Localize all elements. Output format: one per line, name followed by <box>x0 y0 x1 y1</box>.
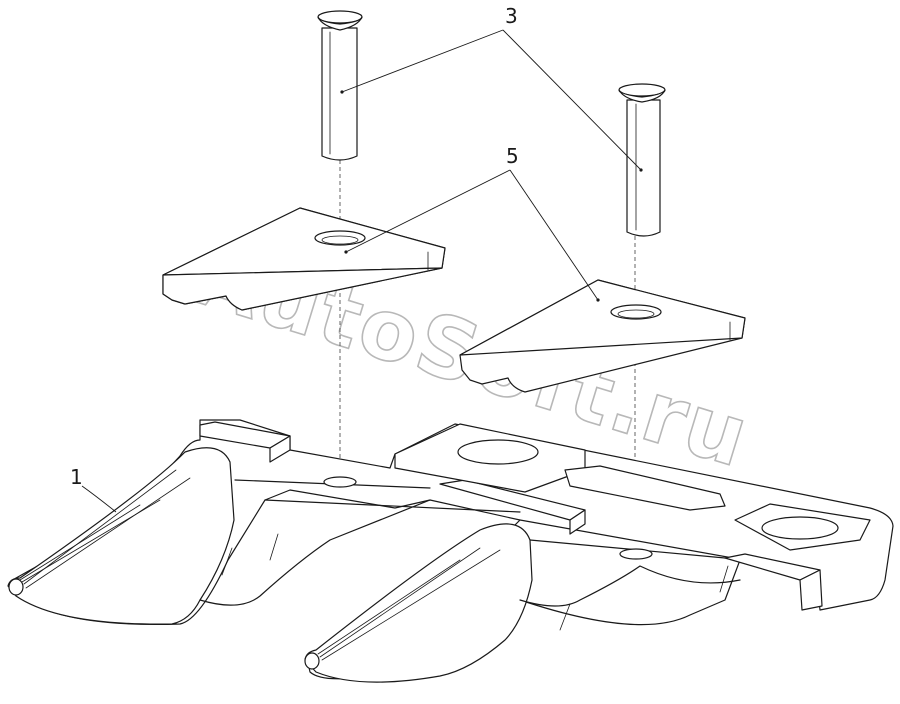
leader-3-left <box>341 29 504 93</box>
leader-3-right <box>502 29 642 171</box>
callout-3: 3 <box>505 4 518 28</box>
callout-1: 1 <box>70 465 83 489</box>
leader-1 <box>81 485 117 513</box>
leader-5-right <box>509 169 599 301</box>
base-block <box>7 419 894 683</box>
wedge-plate-right <box>459 279 746 393</box>
wedge-plate-left <box>162 207 446 311</box>
callouts: 3 5 1 <box>70 4 519 489</box>
pin-left <box>317 10 363 161</box>
leader-5-left <box>345 169 511 253</box>
pin-right <box>618 83 666 237</box>
callout-5: 5 <box>506 144 519 168</box>
leader-lines <box>81 29 643 513</box>
